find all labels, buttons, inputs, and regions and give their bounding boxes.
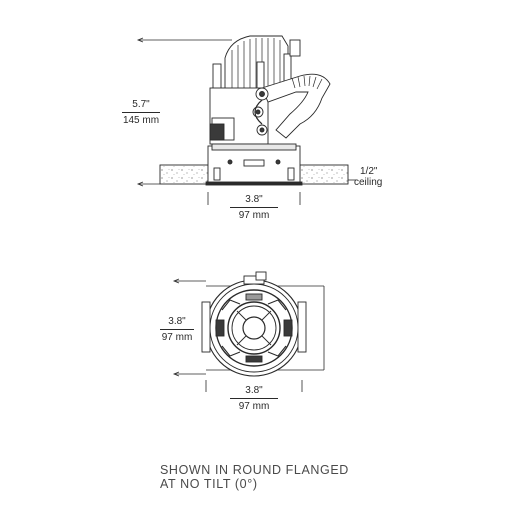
caption-line-2: AT NO TILT (0°) [160, 477, 258, 491]
trim-screw [227, 159, 233, 165]
lens-cross [261, 335, 272, 346]
fraction-line [160, 329, 194, 330]
lens-mid [231, 305, 277, 351]
top-width-in: 3.8" [245, 385, 263, 396]
heat-sink [224, 35, 289, 93]
arrowhead [172, 371, 180, 377]
trim-screw [275, 159, 281, 165]
arrowhead [172, 278, 180, 284]
side-height-in: 5.7" [132, 99, 150, 110]
side-width-label: 3.8" 97 mm [224, 194, 284, 221]
side-width-mm: 97 mm [238, 210, 270, 221]
top-height-label: 3.8" 97 mm [156, 316, 198, 343]
mechanism-block [245, 355, 263, 363]
side-height-mm: 145 mm [122, 115, 160, 126]
top-width-label: 3.8" 97 mm [224, 385, 284, 412]
flange [205, 181, 303, 186]
arrowhead [136, 37, 144, 43]
lens-cross [236, 310, 247, 321]
ceiling-slab-left [159, 164, 209, 185]
side-view [136, 35, 356, 205]
clip [287, 167, 295, 181]
tilt-arm-teeth [291, 75, 323, 90]
tilt-arm [261, 73, 331, 139]
drawing-caption: SHOWN IN ROUND FLANGED AT NO TILT (0°) [160, 463, 349, 491]
connector [289, 39, 301, 57]
pivot-knob-inner [259, 127, 265, 133]
top-tab [255, 271, 267, 281]
side-tab [201, 301, 211, 353]
top-height-mm: 97 mm [161, 332, 193, 343]
lens-cross [261, 310, 272, 321]
fraction-line [230, 398, 278, 399]
arrowhead [136, 181, 144, 187]
trim-top-band [211, 143, 297, 151]
fraction-line [230, 207, 278, 208]
side-tab [297, 301, 307, 353]
ceiling-label: 1/2" ceiling [354, 166, 382, 188]
mechanism-block [283, 319, 293, 337]
junction-block [209, 123, 225, 141]
mechanism-block [215, 319, 225, 337]
top-height-in: 3.8" [168, 316, 186, 327]
clip [213, 167, 221, 181]
lens-cross [236, 335, 247, 346]
top-width-mm: 97 mm [238, 401, 270, 412]
top-view [172, 271, 325, 392]
pivot-knob-inner [255, 109, 261, 115]
side-height-label: 5.7" 145 mm [118, 99, 164, 126]
lens-inner [242, 316, 266, 340]
pivot-knob-inner [259, 91, 265, 97]
ceiling-word: ceiling [354, 177, 383, 188]
mechanism-detail [221, 299, 287, 357]
ceiling-thickness: 1/2" [360, 166, 378, 177]
trim-slot [243, 159, 265, 167]
ceiling-slab-right [299, 164, 349, 185]
spring-arm [254, 99, 263, 125]
caption-line-1: SHOWN IN ROUND FLANGED [160, 463, 349, 477]
side-width-in: 3.8" [245, 194, 263, 205]
mechanism-block [245, 293, 263, 301]
fraction-line [122, 112, 160, 113]
